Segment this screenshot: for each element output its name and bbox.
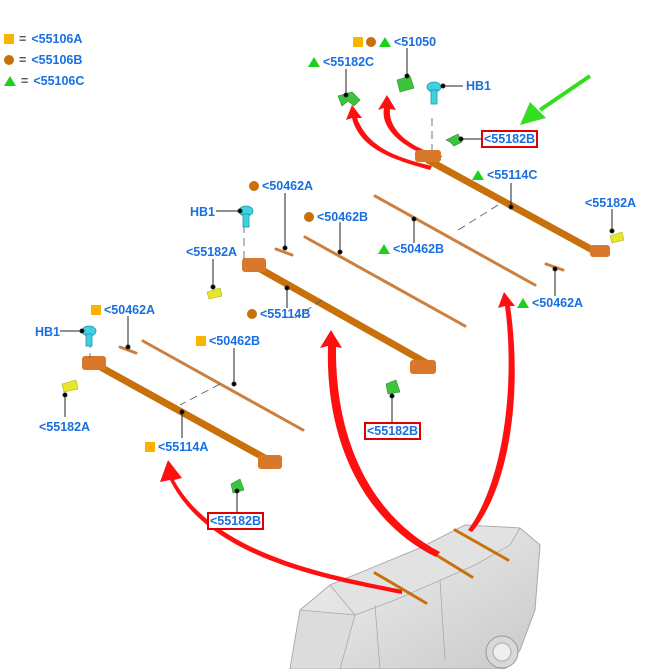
triangle-icon (4, 75, 16, 86)
label-50462A-middle[interactable]: <50462A (249, 179, 313, 193)
legend-item-55106A: = <55106A (4, 28, 84, 49)
part-number[interactable]: <51050 (394, 35, 437, 49)
circle-icon (249, 181, 259, 191)
triangle-icon (308, 57, 320, 67)
circle-icon (247, 309, 257, 319)
rail-50462B-front (141, 339, 305, 432)
clip-55182A-middle (206, 287, 223, 300)
spacer-50462A-front (118, 345, 138, 355)
arrow-to-middle-bar (320, 330, 440, 557)
label-50462B-top[interactable]: <50462B (378, 242, 444, 256)
part-number[interactable]: <50462A (532, 296, 584, 310)
red-pointer-arrows (160, 95, 515, 594)
circle-icon (366, 37, 376, 47)
label-50462B-middle[interactable]: <50462B (304, 210, 368, 224)
triangle-icon (378, 244, 390, 254)
legend-code[interactable]: <55106C (33, 73, 85, 88)
square-icon (353, 37, 363, 47)
label-55182B-front[interactable]: <55182B (206, 512, 265, 530)
part-number[interactable]: <55114C (487, 168, 538, 182)
label-55182B-top[interactable]: <55182B (480, 130, 539, 148)
part-number[interactable]: <55114B (260, 307, 311, 321)
crossbar-55114B (251, 262, 434, 369)
label-55182C[interactable]: <55182C (308, 55, 374, 69)
part-number[interactable]: <55182B (210, 514, 262, 528)
label-50462B-front[interactable]: <50462B (196, 334, 260, 348)
legend-item-55106C: = <55106C (4, 70, 84, 91)
clip-51050 (396, 75, 415, 93)
triangle-icon (472, 170, 484, 180)
clip-55182A-front (61, 379, 79, 393)
label-55114B[interactable]: <55114B (247, 307, 310, 321)
square-icon (145, 442, 155, 452)
bolt-HB1-front (81, 325, 97, 347)
square-icon (91, 305, 101, 315)
clip-55182B-top (445, 133, 463, 147)
green-indicator-arrow (520, 74, 592, 125)
part-number[interactable]: <55182A (186, 245, 238, 259)
bolt-HB1-middle (238, 205, 254, 228)
part-number[interactable]: <50462B (393, 242, 445, 256)
label-51050[interactable]: <51050 (353, 35, 436, 49)
label-55182B-middle[interactable]: <55182B (363, 422, 422, 440)
label-55114C[interactable]: <55114C (472, 168, 537, 182)
spacer-50462A-middle (274, 247, 294, 257)
part-number[interactable]: <50462A (262, 179, 314, 193)
part-number[interactable]: <50462B (209, 334, 261, 348)
clip-55182B-middle (385, 379, 401, 395)
legend: = <55106A = <55106B = <55106C (4, 28, 84, 91)
part-number[interactable]: HB1 (35, 325, 61, 339)
part-number[interactable]: <55114A (158, 440, 209, 454)
legend-code[interactable]: <55106B (31, 52, 83, 67)
label-55114A[interactable]: <55114A (145, 440, 208, 454)
arrow-to-clip-55182C (346, 105, 432, 170)
part-number[interactable]: <55182B (367, 424, 419, 438)
clip-55182C (337, 91, 361, 107)
van-illustration (289, 524, 541, 669)
label-HB1-top[interactable]: HB1 (466, 79, 491, 93)
label-50462A-top[interactable]: <50462A (517, 296, 583, 310)
part-number[interactable]: HB1 (190, 205, 216, 219)
circle-icon (4, 54, 14, 65)
square-icon (4, 33, 14, 44)
van-roof-bar-front (373, 571, 428, 605)
label-55182A-middle[interactable]: <55182A (186, 245, 237, 259)
rail-50462B-rear (373, 194, 537, 287)
clip-55182A-top (609, 231, 625, 244)
bolt-HB1-top (426, 81, 442, 105)
part-number[interactable]: <55182C (323, 55, 375, 69)
clip-55182B-front (230, 478, 245, 494)
square-icon (196, 336, 206, 346)
label-50462A-front[interactable]: <50462A (91, 303, 155, 317)
triangle-icon (517, 298, 529, 308)
part-number[interactable]: <50462B (317, 210, 369, 224)
label-HB1-middle[interactable]: HB1 (190, 205, 215, 219)
part-number[interactable]: <55182A (585, 196, 637, 210)
label-HB1-front[interactable]: HB1 (35, 325, 60, 339)
part-number[interactable]: <55182A (39, 420, 91, 434)
arrow-to-rear-bar (468, 292, 515, 532)
label-55182A-top[interactable]: <55182A (585, 196, 636, 210)
triangle-icon (379, 37, 391, 47)
label-55182A-front[interactable]: <55182A (39, 420, 90, 434)
part-number[interactable]: HB1 (466, 79, 492, 93)
legend-item-55106B: = <55106B (4, 49, 84, 70)
part-number[interactable]: <50462A (104, 303, 156, 317)
circle-icon (304, 212, 314, 222)
part-number[interactable]: <55182B (484, 132, 536, 146)
arrow-to-clip-51050 (378, 95, 442, 160)
legend-code[interactable]: <55106A (31, 31, 83, 46)
rail-50462B-middle (303, 235, 467, 328)
van-roof-bar-rear (453, 528, 510, 562)
